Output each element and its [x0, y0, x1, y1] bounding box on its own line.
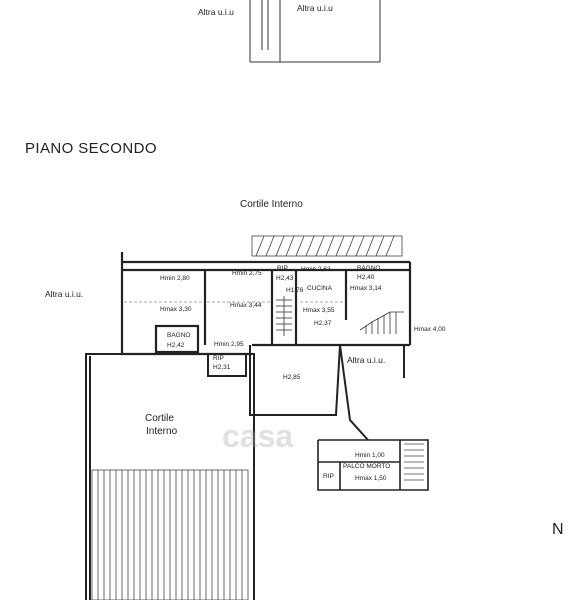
rip-top-h: H2,43	[276, 275, 294, 282]
stair	[276, 296, 292, 336]
palco-name: PALCO MORTO	[343, 463, 391, 470]
upper-fragment	[249, 0, 381, 63]
floor-title: PIANO SECONDO	[25, 140, 157, 157]
bagno-top-h: H2,40	[357, 274, 375, 281]
top-right-neighbor-label: Altra u.i.u	[297, 3, 333, 13]
top-hatched-wall	[251, 235, 403, 257]
hmax-right: Hmax 4,00	[414, 326, 446, 333]
stair-h: H1,76	[286, 287, 304, 294]
courtyard-inner-line1: Cortile	[145, 413, 174, 424]
watermark: casa	[222, 418, 294, 454]
bagno-top-name: BAGNO	[357, 265, 381, 272]
cucina-name: CUCINA	[307, 285, 332, 292]
courtyard-inner-line2: Interno	[146, 426, 178, 437]
room-mid-hbottom: Hmin 2,95	[214, 341, 244, 348]
palco-hmax: Hmax 1,50	[355, 475, 387, 482]
rip-top-name: RIP	[277, 265, 288, 272]
palco-block	[317, 439, 429, 491]
palco-hmin: Hmin 1,00	[355, 452, 385, 459]
courtyard-top-label: Cortile Interno	[240, 199, 303, 210]
bagno-small-h: H2,42	[167, 342, 185, 349]
palco-rip: RIP	[323, 473, 334, 480]
palco-hatch	[404, 443, 424, 481]
courtyard-hatch	[91, 469, 249, 600]
cucina-hmax: Hmax 3,55	[303, 307, 335, 314]
room-mid-hmax: Hmax 3,44	[230, 302, 262, 309]
left-neighbor-label: Altra u.i.u.	[45, 289, 84, 299]
north-label: N	[552, 521, 564, 538]
bagno-small-name: BAGNO	[167, 332, 191, 339]
rip-small-h: H2,31	[213, 364, 231, 371]
bagno-top-hmax: Hmax 3,14	[350, 285, 382, 292]
apartment-walls	[120, 252, 412, 356]
cucina-h: H2,37	[314, 320, 332, 327]
lower-walls	[207, 344, 405, 441]
courtyard-block	[85, 353, 255, 600]
top-left-neighbor-label: Altra u.i.u	[198, 7, 234, 17]
room-left-hmax: Hmax 3,30	[160, 306, 192, 313]
right-stair	[359, 311, 404, 334]
room-left-hmin: Hmin 2,80	[160, 275, 190, 282]
right-neighbor-label: Altra u.i.u.	[347, 355, 386, 365]
rip-small-name: RIP	[213, 355, 224, 362]
room-mid-hmin: Hmin 2,75	[232, 270, 262, 277]
room-h285: H2,85	[283, 374, 301, 381]
cucina-hmin: Hmin 2,63	[301, 266, 331, 273]
